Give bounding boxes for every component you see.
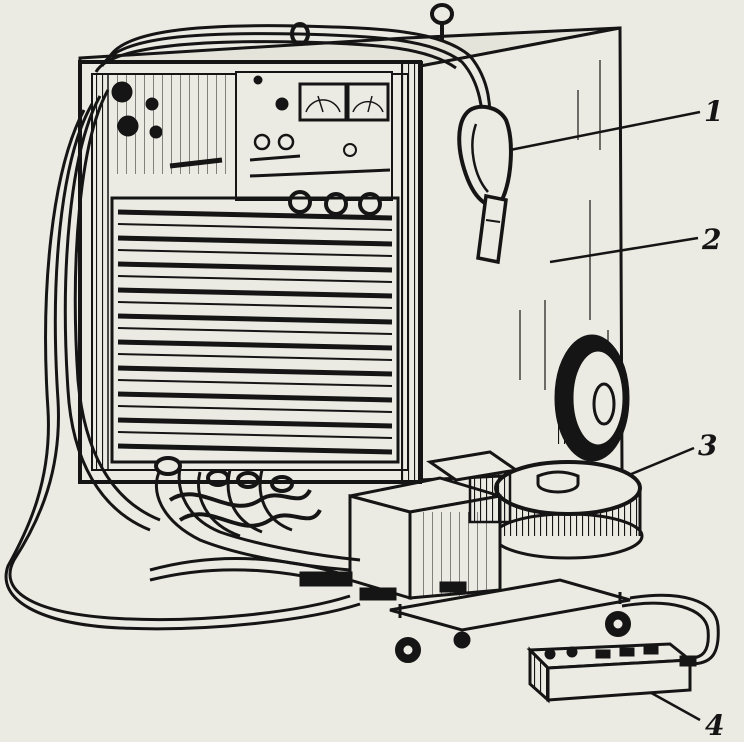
wire-spool	[492, 460, 644, 560]
welding-torch	[457, 104, 513, 265]
top-cable-loop	[94, 24, 492, 137]
callout-3: 3	[698, 429, 718, 462]
remote-button-3	[643, 645, 659, 655]
indicator-lamp	[253, 75, 263, 85]
output-terminal-1	[111, 81, 133, 103]
callout-2: 2	[702, 223, 722, 256]
cable-connectors	[154, 456, 467, 601]
panel-switch-3	[277, 133, 295, 151]
cart-wheel	[554, 334, 630, 462]
cabinet	[78, 26, 624, 484]
panel-switch-1	[275, 97, 289, 111]
panel-switch-4	[343, 143, 357, 157]
panel-switch-2	[253, 133, 271, 151]
leader-1	[509, 110, 701, 152]
leader-2	[549, 236, 699, 264]
remote-button-2	[619, 647, 635, 657]
remote-control-box	[526, 642, 697, 704]
voltmeter	[298, 82, 348, 122]
remote-knob-2	[566, 646, 578, 658]
caster-3	[453, 631, 471, 649]
power-cables	[4, 89, 361, 631]
remote-button-1	[595, 649, 611, 659]
leader-4	[645, 688, 701, 722]
control-knob-1	[288, 190, 312, 214]
callout-4: 4	[705, 709, 725, 742]
remote-cable	[621, 593, 720, 666]
output-terminal-2	[117, 115, 139, 137]
feeder-housing	[348, 450, 631, 663]
callout-1: 1	[704, 95, 724, 128]
remote-knob-1	[544, 648, 556, 660]
ventilation-louvers	[117, 209, 393, 455]
